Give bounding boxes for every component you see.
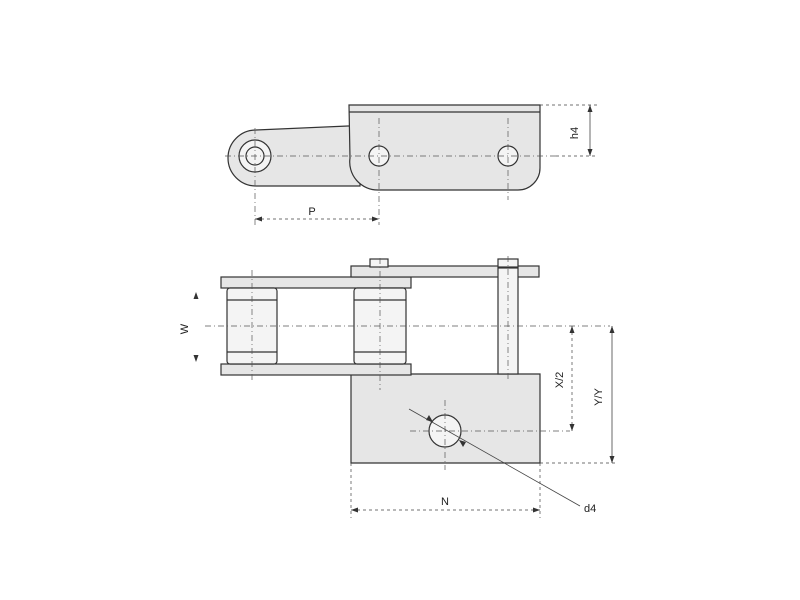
x2-label: X/2 (554, 372, 566, 389)
h4-arrow-bottom (587, 149, 593, 156)
w-label: W (179, 323, 191, 334)
n-arrow-left (351, 507, 358, 513)
top-view: W X/2 Y/Y N d4 (179, 256, 618, 518)
pitch-arrow-left (255, 216, 262, 222)
y-label: Y/Y (593, 387, 605, 405)
top-plate-left (220, 276, 412, 289)
y-arrow-bottom (609, 456, 615, 463)
w-arrow-bottom (193, 355, 199, 362)
d4-label: d4 (584, 503, 596, 515)
bottom-plate (220, 363, 412, 376)
x2-arrow-top (569, 326, 575, 333)
d4-leader-line (408, 408, 581, 507)
h4-arrow-top (587, 105, 593, 112)
d4-arrow-upper (426, 415, 433, 422)
d4-arrow-lower (459, 440, 466, 447)
side-view: P h4 (225, 104, 598, 225)
pitch-label: P (308, 206, 315, 218)
h4-label: h4 (569, 127, 581, 139)
top-plate-right (350, 265, 540, 278)
pin-head-left (369, 258, 389, 268)
w-arrow-top (193, 292, 199, 299)
n-arrow-right (533, 507, 540, 513)
y-arrow-top (609, 326, 615, 333)
pitch-arrow-right (372, 216, 379, 222)
n-label: N (441, 496, 449, 508)
x2-arrow-bottom (569, 424, 575, 431)
attachment-plate (348, 104, 541, 191)
